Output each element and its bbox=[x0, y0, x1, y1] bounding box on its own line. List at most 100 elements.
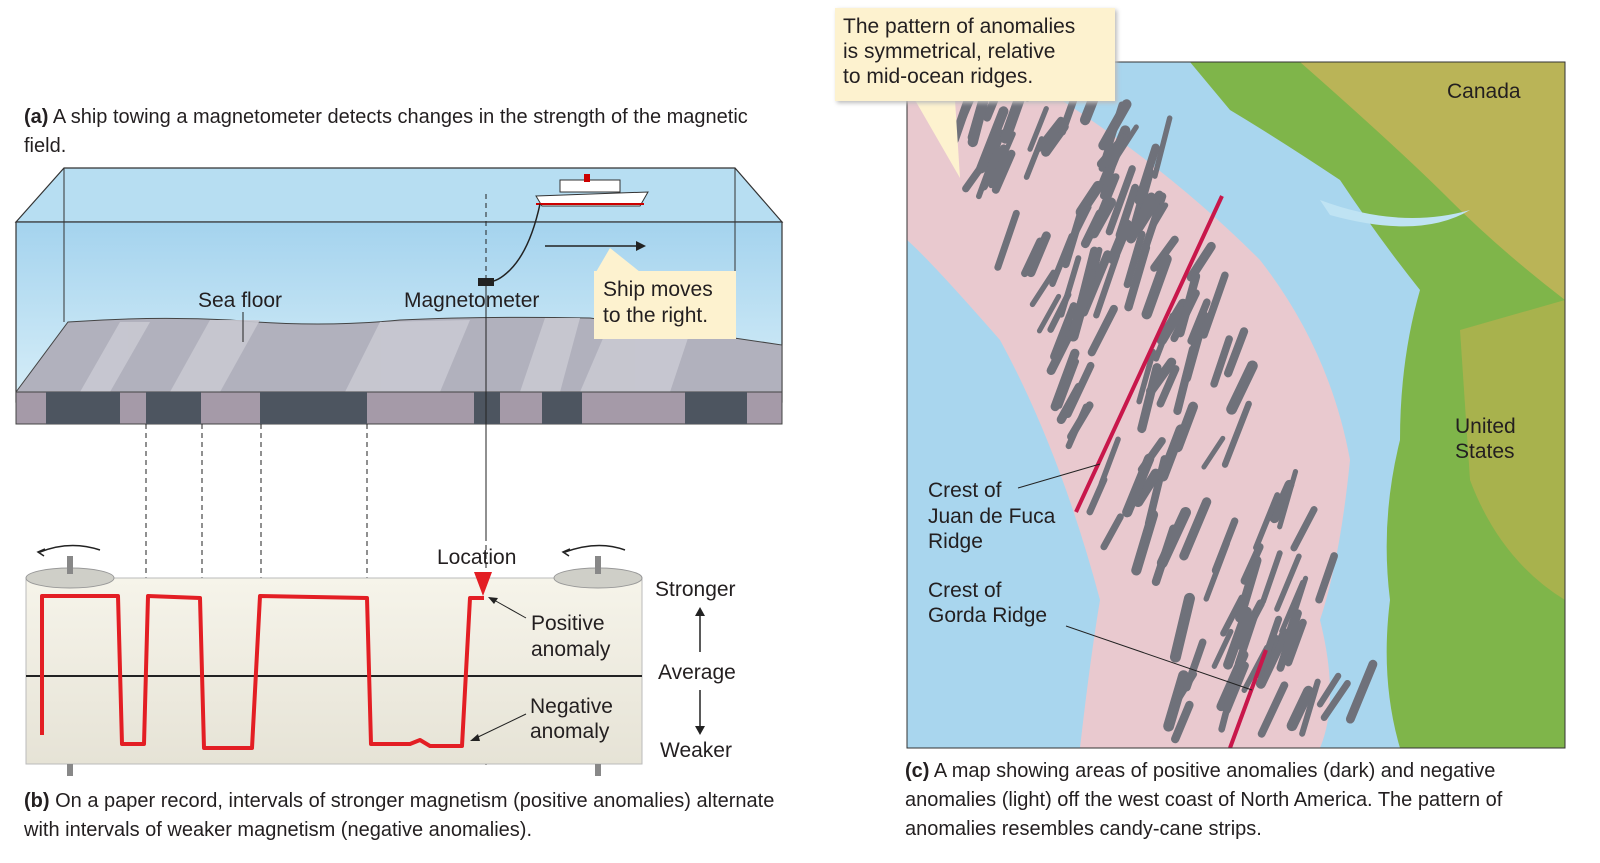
positive-anomaly-stripe bbox=[1274, 553, 1302, 612]
positive-anomaly-stripe bbox=[1255, 615, 1283, 679]
ship-icon bbox=[535, 174, 649, 207]
positive-anomaly-stripe bbox=[1096, 173, 1120, 219]
positive-anomaly-stripe bbox=[1277, 468, 1299, 530]
positive-anomaly-stripe bbox=[1098, 99, 1132, 151]
positive-anomaly-stripe bbox=[1255, 628, 1290, 689]
positive-anomaly-stripe bbox=[1137, 363, 1162, 434]
positive-anomaly-stripe bbox=[1152, 115, 1173, 179]
positive-anomaly-stripe bbox=[1098, 436, 1121, 487]
positive-anomaly-stripe bbox=[991, 149, 1016, 194]
positive-anomaly-stripe bbox=[1133, 468, 1161, 508]
positive-anomaly-stripe bbox=[1029, 269, 1057, 308]
ocean-block-diagram: Sea floor Magnetometer Ship moves to the… bbox=[14, 167, 784, 765]
positive-anomaly-stripe bbox=[1049, 232, 1075, 288]
positive-anomaly-stripe bbox=[1290, 506, 1318, 552]
gorda-label-2: Gorda Ridge bbox=[928, 604, 1047, 627]
positive-anomaly-stripe bbox=[1176, 272, 1201, 338]
positive-anomaly-stripe bbox=[1286, 685, 1314, 732]
positive-anomaly-stripe bbox=[1299, 678, 1321, 737]
positive-anomaly-stripe bbox=[1035, 116, 1065, 152]
united-states-label: United bbox=[1455, 415, 1516, 438]
rotate-icon bbox=[561, 544, 626, 557]
positive-anomaly-stripe bbox=[1179, 497, 1212, 561]
positive-anomaly-stripe bbox=[1123, 230, 1146, 289]
positive-anomaly-stripe bbox=[1093, 252, 1121, 319]
positive-anomaly-stripe bbox=[1201, 435, 1226, 470]
stronger-label: Stronger bbox=[655, 578, 736, 601]
callout-line-2: is symmetrical, relative bbox=[843, 40, 1055, 63]
positive-anomaly-stripe bbox=[1146, 357, 1177, 396]
positive-anomaly-stripe bbox=[1183, 638, 1207, 692]
positive-anomaly-stripe bbox=[954, 94, 976, 138]
positive-anomaly-stripe bbox=[1186, 241, 1216, 282]
ship-moves-label-2: to the right. bbox=[603, 304, 708, 327]
positive-anomaly-stripe bbox=[1173, 345, 1197, 415]
positive-anomaly-stripe bbox=[1316, 672, 1342, 708]
positive-anomaly-stripe bbox=[1105, 165, 1136, 236]
positive-anomaly-stripe bbox=[1172, 401, 1199, 453]
positive-anomaly-stripe bbox=[1315, 552, 1339, 604]
positive-anomaly-stripe bbox=[1026, 231, 1051, 278]
positive-anomaly-stripe bbox=[1036, 293, 1062, 334]
caption-b: (b) On a paper record, intervals of stro… bbox=[24, 790, 775, 841]
positive-anomaly-stripe bbox=[1080, 209, 1105, 249]
positive-anomaly-stripe bbox=[1221, 400, 1252, 468]
sea-floor-label: Sea floor bbox=[198, 289, 282, 312]
positive-anomaly-stripe bbox=[976, 106, 1009, 174]
magnetometer-icon bbox=[478, 278, 494, 286]
positive-anomaly-stripe bbox=[1163, 670, 1189, 732]
callout-line-1: The pattern of anomalies bbox=[843, 15, 1075, 38]
positive-anomaly-stripe bbox=[1210, 335, 1233, 388]
positive-anomaly-stripe bbox=[1067, 401, 1094, 441]
positive-anomaly-label: Positive bbox=[531, 612, 605, 635]
positive-anomaly-stripe bbox=[1050, 302, 1078, 361]
positive-anomaly-stripe bbox=[1141, 253, 1172, 320]
gorda-ridge bbox=[1228, 649, 1268, 748]
positive-anomaly-stripe bbox=[988, 131, 1016, 189]
positive-anomaly-stripe bbox=[1142, 192, 1167, 250]
positive-anomaly-stripe bbox=[1099, 135, 1124, 200]
positive-anomaly-stripe bbox=[1087, 304, 1118, 357]
positive-anomaly-stripe bbox=[1345, 659, 1378, 724]
positive-anomaly-stripe bbox=[1320, 679, 1351, 721]
positive-anomaly-stripe bbox=[1260, 550, 1283, 605]
average-label: Average bbox=[658, 661, 736, 684]
positive-anomaly-stripe bbox=[979, 144, 1008, 191]
positive-anomaly-stripe bbox=[1124, 243, 1151, 312]
positive-anomaly-stripe bbox=[1134, 143, 1160, 205]
positive-anomaly-stripe bbox=[1279, 579, 1306, 634]
gorda-label-1: Crest of bbox=[928, 579, 1002, 602]
positive-anomaly-stripe bbox=[1257, 681, 1289, 738]
positive-anomaly-stripe bbox=[1276, 609, 1302, 672]
magnetic-record-line bbox=[40, 594, 484, 750]
positive-anomaly-stripe bbox=[1235, 555, 1262, 623]
arrow-right-icon bbox=[636, 241, 646, 251]
jdf-label-3: Ridge bbox=[928, 530, 983, 553]
magnetometer-label: Magnetometer bbox=[404, 289, 539, 312]
negative-anomaly-label: Negative bbox=[530, 695, 613, 718]
location-label: Location bbox=[437, 546, 516, 569]
positive-anomaly-stripe bbox=[1226, 360, 1258, 415]
positive-anomaly-label-2: anomaly bbox=[531, 638, 611, 661]
positive-anomaly-stripe bbox=[1067, 268, 1096, 342]
positive-anomaly-stripe bbox=[1047, 291, 1072, 333]
positive-anomaly-stripe bbox=[1050, 348, 1080, 412]
positive-anomaly-stripe bbox=[1223, 606, 1252, 670]
positive-anomaly-stripe bbox=[1156, 365, 1180, 408]
ship-moves-label: Ship moves bbox=[603, 278, 713, 301]
caption-a: (a) A ship towing a magnetometer detects… bbox=[24, 106, 748, 157]
anomaly-map bbox=[907, 62, 1565, 748]
ship-moves-callout bbox=[594, 271, 736, 339]
positive-anomaly-stripe bbox=[1156, 506, 1191, 569]
canada-label: Canada bbox=[1447, 80, 1521, 103]
positive-anomaly-stripe bbox=[1200, 271, 1229, 339]
weaker-label: Weaker bbox=[660, 739, 732, 762]
positive-anomaly-stripe bbox=[1223, 327, 1249, 378]
symmetry-callout: The pattern of anomalies is symmetrical,… bbox=[835, 8, 1115, 178]
positive-anomaly-stripe bbox=[1220, 594, 1245, 637]
rotate-icon bbox=[36, 544, 101, 557]
positive-anomaly-stripe bbox=[1169, 592, 1195, 663]
positive-anomaly-stripe bbox=[1234, 599, 1265, 650]
positive-anomaly-stripe bbox=[1284, 618, 1307, 667]
jdf-label-1: Crest of bbox=[928, 479, 1002, 502]
